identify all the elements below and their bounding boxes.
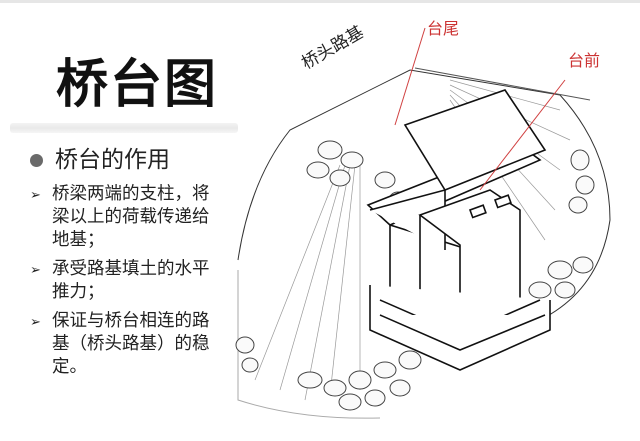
- arrow-bullet-icon: ➢: [30, 263, 41, 278]
- list-item-text: 保证与桥台相连的路基（桥头路基）的稳定。: [52, 311, 210, 377]
- list-item: ➢ 桥梁两端的支柱，将梁以上的荷载传递给地基；: [30, 183, 260, 252]
- top-border: [0, 0, 640, 3]
- arrow-bullet-icon: ➢: [30, 188, 41, 203]
- arrow-bullet-icon: ➢: [30, 315, 41, 330]
- list-item: ➢ 保证与桥台相连的路基（桥头路基）的稳定。: [30, 310, 260, 379]
- slide-title: 桥台图: [56, 55, 219, 115]
- list-item: ➢ 承受路基填土的水平推力；: [30, 258, 260, 304]
- title-underline: [10, 123, 238, 133]
- list-item-text: 承受路基填土的水平推力；: [52, 259, 210, 302]
- heading-text: 桥台的作用: [55, 147, 170, 173]
- label-abutment-front: 台前: [568, 51, 601, 70]
- label-abutment-tail: 台尾: [427, 19, 460, 38]
- bullet-list: ➢ 桥梁两端的支柱，将梁以上的荷载传递给地基； ➢ 承受路基填土的水平推力； ➢…: [30, 183, 260, 385]
- bullet-dot-icon: [30, 153, 43, 167]
- section-heading: 桥台的作用: [30, 145, 170, 175]
- list-item-text: 桥梁两端的支柱，将梁以上的荷载传递给地基；: [52, 184, 210, 250]
